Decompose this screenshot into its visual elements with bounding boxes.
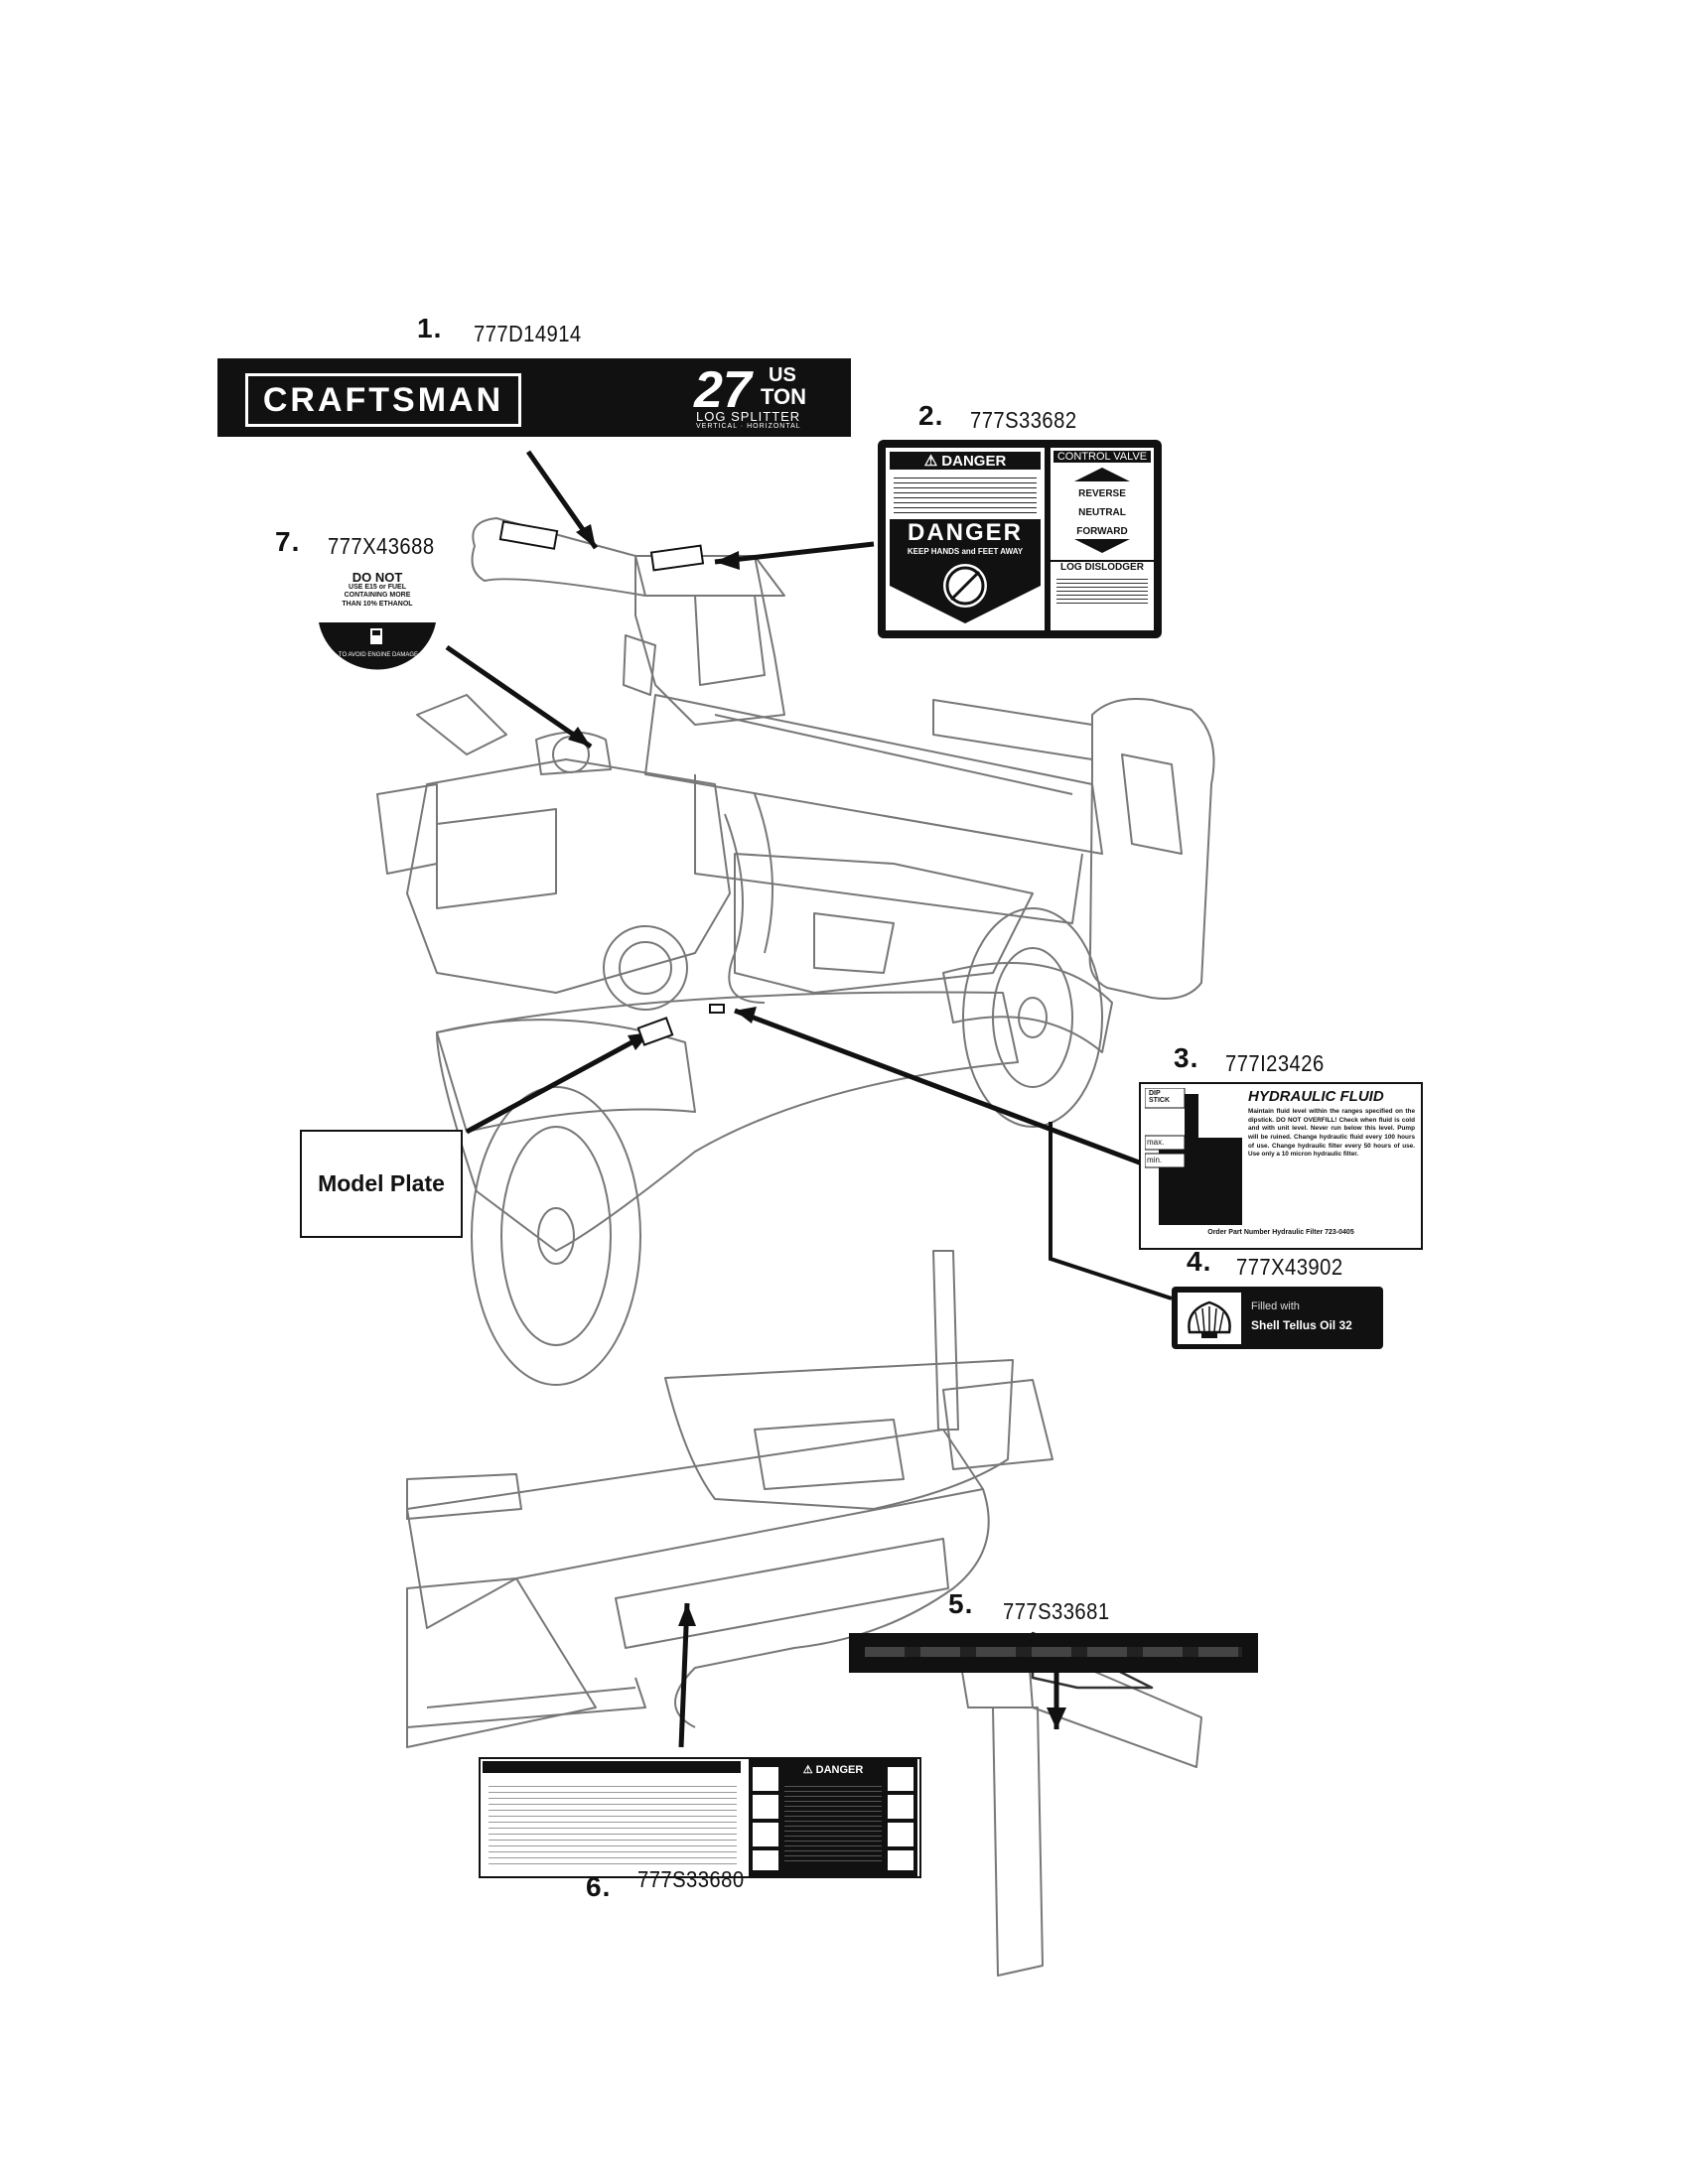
decal-5-faint-text [865,1647,1242,1657]
decal-3-title: HYDRAULIC FLUID [1248,1088,1384,1105]
callout-number-3: 3. [1174,1042,1199,1073]
decal-6-danger-panel: ⚠ DANGER [749,1759,917,1876]
decal-2-danger-header: ⚠ DANGER [890,452,1041,470]
wedge-tower [634,555,785,726]
control-valve-detail [664,1359,1014,1510]
callout-number-7: 7. [275,526,301,557]
decal-2-danger-panel: ⚠ DANGER DANGER KEEP HANDS and FEET AWAY [886,448,1045,630]
decal-7-do-not: DO NOT [351,570,403,585]
part-number-2: 777S33682 [970,407,1077,433]
decal-6-operation-danger: ⚠ DANGER [479,1757,921,1878]
arrow-2 [714,541,875,565]
decal-7-line3: CONTAINING MORE [344,592,411,600]
callout-number-4: 4. [1187,1246,1212,1277]
decal-2-dislodger-fine-print [1056,576,1148,606]
decal-2-danger-control-valve: ⚠ DANGER DANGER KEEP HANDS and FEET AWAY… [878,440,1162,638]
decal-1-subtitle2: VERTICAL · HORIZONTAL [696,423,801,430]
decal-3-min: min. [1147,1156,1163,1164]
decal-2-up-arrow-icon [1074,468,1130,481]
part-number-1: 777D14914 [474,321,582,346]
decal-5-strip [849,1633,1258,1673]
callout-number-2: 2. [918,400,944,431]
part-number-5: 777S33681 [1003,1598,1110,1624]
callout-number-5: 5. [948,1588,974,1619]
decal-2-log-dislodger: LOG DISLODGER [1051,560,1154,573]
decal-2-down-arrow-icon [1074,539,1130,553]
decal-6-left-icons [753,1767,778,1870]
decal-2-control-valve-panel: CONTROL VALVE REVERSE NEUTRAL FORWARD LO… [1051,448,1154,630]
decal-3-dipstick-reservoir-icon [1145,1088,1242,1225]
arrow-7 [445,644,593,750]
decal-4-shell-tellus: Filled with Shell Tellus Oil 32 [1172,1287,1383,1349]
decal-7-ethanol-warning: DO NOT USE E15 or FUEL CONTAINING MORE T… [313,571,442,680]
decal-4-shell-logo-icon [1178,1293,1241,1344]
decal-6-instructions-panel [489,1781,737,1868]
decal-7-line2: USE E15 or FUEL [349,584,406,591]
beam-detail [406,1429,984,1629]
decal-6-header-bar [483,1761,741,1773]
decal-6-danger-title: ⚠ DANGER [802,1764,864,1776]
callout-number-1: 1. [417,313,443,343]
model-plate-box: Model Plate [300,1130,463,1238]
left-wheel [471,1086,641,1386]
decal-2-danger-big: DANGER [890,519,1041,547]
decal-3-dipstick-label: DIP STICK [1149,1090,1170,1104]
splitter-beam [644,694,1103,855]
decal-4-filled-with: Filled with [1251,1300,1300,1312]
decal-2-fine-print [894,474,1037,515]
arrow-model-plate [465,1029,652,1135]
decal-7-arc-text: TO AVOID ENGINE DAMAGE [338,652,419,658]
decal-1-tonnage: 27 [694,361,752,419]
decal-3-instructions: Maintain fluid level within the ranges s… [1248,1108,1415,1159]
part-number-7: 777X43688 [328,533,435,559]
callout-number-6: 6. [586,1871,612,1902]
decal-1-subtitle: LOG SPLITTER [696,409,801,424]
decal-1-brand: CRAFTSMAN [245,373,521,427]
foot-plate [1088,698,1215,1000]
part-number-6: 777S33680 [637,1866,745,1892]
right-wheel [962,907,1103,1128]
decal-2-neutral: NEUTRAL [1078,507,1126,518]
arrow-6 [678,1602,690,1748]
decal-6-right-icons [888,1767,913,1870]
decal-2-hand-hazard-icon [890,556,1041,623]
fender [436,1019,696,1133]
decal-1-craftsman: CRAFTSMAN 27 US TON LOG SPLITTER VERTICA… [217,358,851,437]
engine [406,758,731,994]
decal-3-hydraulic-fluid: DIP STICK max. min. HYDRAULIC FLUID Main… [1139,1082,1423,1250]
fuel-tank-frame [734,853,1034,994]
decal-1-us: US [769,364,796,386]
decal-2-control-valve-title: CONTROL VALVE [1053,451,1151,463]
arrow-3 [734,1008,1143,1166]
hydraulic-cylinder [471,517,646,597]
part-number-3: 777I23426 [1225,1050,1325,1076]
decal-3-order-filter: Order Part Number Hydraulic Filter 723-0… [1207,1229,1354,1236]
decal-7-fuel-pump-badge [319,622,436,670]
decal-2-reverse: REVERSE [1078,488,1126,499]
decal-3-max: max. [1147,1138,1165,1147]
decal-2-keep-away: KEEP HANDS and FEET AWAY [890,547,1041,556]
decal-1-ton: TON [761,384,807,409]
decal-4-oil-name: Shell Tellus Oil 32 [1251,1318,1352,1332]
leader-4 [1049,1122,1173,1300]
decal-6-danger-text [784,1782,882,1861]
part-number-4: 777X43902 [1236,1254,1343,1280]
decal-7-line4: THAN 10% ETHANOL [342,600,413,608]
decal6-outline [615,1538,949,1649]
tongue-tube [436,991,1019,1252]
decal-2-forward: FORWARD [1076,526,1128,537]
